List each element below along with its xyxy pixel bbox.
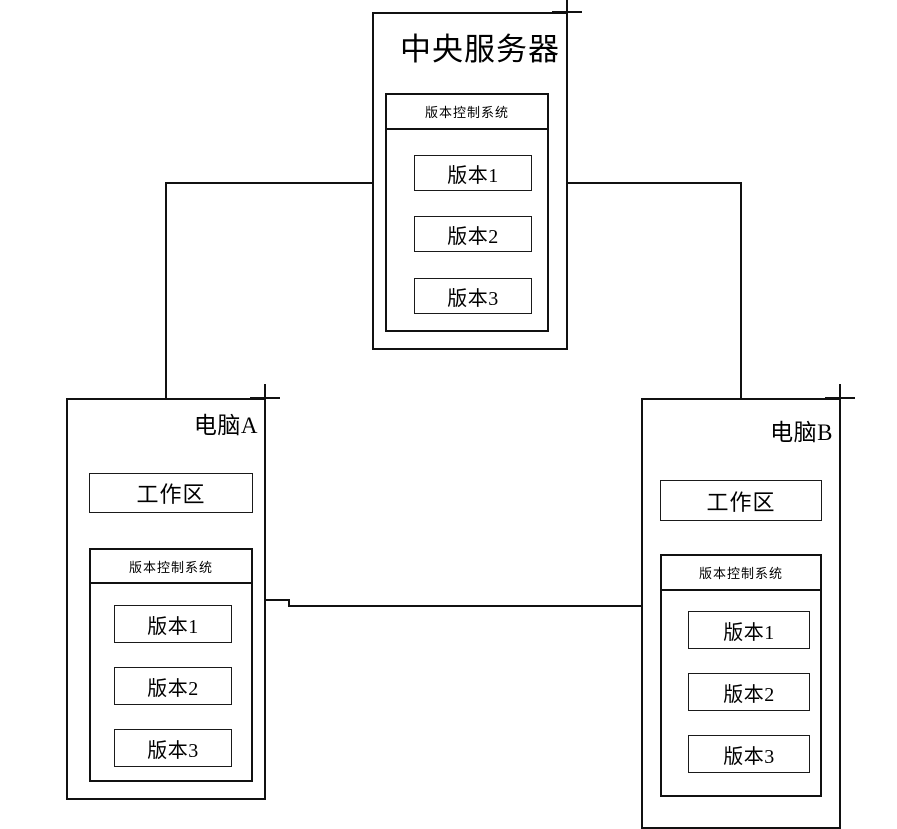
server-top-tick [566,0,568,14]
computer-b-box[interactable]: 电脑B 工作区 版本控制系统 版本1 版本2 版本3 [641,398,841,829]
computer-b-top-tick [839,384,841,400]
connector-a-to-b-segment-2 [288,605,642,607]
computer-b-vcs-box[interactable]: 版本控制系统 版本1 版本2 版本3 [660,554,822,797]
connector-server-to-a-vertical [165,182,167,400]
computer-a-vcs-header: 版本控制系统 [91,550,251,584]
computer-b-version-1[interactable]: 版本1 [688,611,810,649]
computer-a-version-1[interactable]: 版本1 [114,605,232,643]
computer-b-version-3[interactable]: 版本3 [688,735,810,773]
central-server-title: 中央服务器 [400,32,560,67]
computer-b-title: 电脑B [770,420,833,445]
computer-a-box[interactable]: 电脑A 工作区 版本控制系统 版本1 版本2 版本3 [66,398,266,800]
central-server-box[interactable]: 中央服务器 版本控制系统 版本1 版本2 版本3 [372,12,568,350]
server-vcs-header: 版本控制系统 [387,95,547,130]
computer-a-version-3[interactable]: 版本3 [114,729,232,767]
server-version-2[interactable]: 版本2 [414,216,532,252]
connector-a-to-b-step [288,599,290,607]
computer-b-vcs-header: 版本控制系统 [662,556,820,591]
computer-b-version-2[interactable]: 版本2 [688,673,810,711]
computer-a-vcs-box[interactable]: 版本控制系统 版本1 版本2 版本3 [89,548,253,782]
computer-b-workspace[interactable]: 工作区 [660,480,822,521]
connector-server-to-b-vertical [740,182,742,400]
connector-a-to-b-segment-1 [266,599,290,601]
computer-a-top-tick [264,384,266,400]
connector-server-to-b-horizontal [566,182,742,184]
server-version-1[interactable]: 版本1 [414,155,532,191]
computer-a-title: 电脑A [193,413,258,438]
server-version-3[interactable]: 版本3 [414,278,532,314]
connector-server-to-a-horizontal [165,182,373,184]
server-vcs-box[interactable]: 版本控制系统 版本1 版本2 版本3 [385,93,549,332]
computer-a-workspace[interactable]: 工作区 [89,473,253,513]
computer-a-version-2[interactable]: 版本2 [114,667,232,705]
